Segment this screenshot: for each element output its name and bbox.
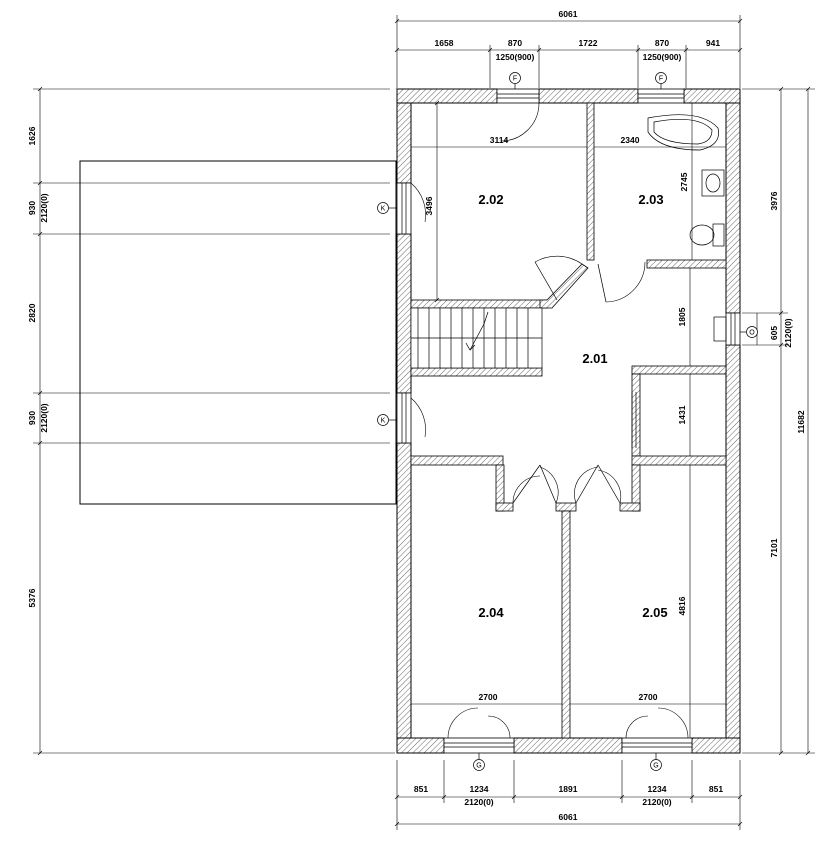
svg-text:K: K (381, 418, 386, 425)
room-label-2-03: 2.03 (638, 192, 663, 207)
room-label-2-05: 2.05 (642, 605, 667, 620)
dim-inner-h205: 4816 (677, 596, 687, 615)
dim-right-overall: 11682 (796, 410, 806, 433)
bathroom-fixtures (647, 114, 727, 342)
dim-top-seg4: 870 (655, 38, 669, 48)
window-tag-top2: F (655, 72, 667, 89)
dim-left-2: 930 (27, 201, 37, 215)
svg-text:F: F (513, 76, 517, 83)
stair (410, 307, 543, 369)
dim-bottom-window2: 2120(0) (642, 797, 671, 807)
dim-left-2b: 2120(0) (39, 193, 49, 222)
dim-left-4b: 2120(0) (39, 403, 49, 432)
adjacent-building-outline (79, 160, 397, 505)
dim-left-4: 930 (27, 411, 37, 425)
dim-left-5: 5376 (27, 588, 37, 607)
svg-text:O: O (749, 330, 755, 337)
bathtub-icon (647, 114, 719, 151)
svg-text:F: F (659, 76, 663, 83)
svg-text:G: G (476, 763, 481, 770)
dim-top-window1: 1250(900) (496, 52, 535, 62)
room-label-2-02: 2.02 (478, 192, 503, 207)
dim-inner-h203: 2745 (679, 172, 689, 191)
dim-bottom-window1: 2120(0) (464, 797, 493, 807)
room-label-2-01: 2.01 (582, 351, 607, 366)
dim-bottom-seg2: 1234 (470, 784, 489, 794)
dim-right-2b: 2120(0) (783, 318, 793, 347)
dim-inner-w203: 2340 (621, 135, 640, 145)
dim-top-seg3: 1722 (579, 38, 598, 48)
dim-top-seg5: 941 (706, 38, 720, 48)
dim-inner-closet: 1431 (677, 405, 687, 424)
dim-top-seg2: 870 (508, 38, 522, 48)
radiator-icon (713, 316, 727, 342)
window-tag-right1: O (740, 326, 758, 338)
dim-inner-w205: 2700 (639, 692, 658, 702)
dim-bottom-seg1: 851 (414, 784, 428, 794)
toilet-icon (689, 224, 715, 246)
sink-icon (701, 169, 725, 197)
interior-walls (410, 102, 727, 739)
dim-bottom-seg5: 851 (709, 784, 723, 794)
dim-left-1: 1626 (27, 126, 37, 145)
dim-right-1: 3976 (769, 191, 779, 210)
dim-inner-w204: 2700 (479, 692, 498, 702)
window-tag-left1: K (377, 202, 397, 214)
dim-inner-w202: 3114 (490, 135, 509, 145)
dim-top-seg1: 1658 (435, 38, 454, 48)
window-tag-top1: F (509, 72, 521, 89)
svg-text:K: K (381, 206, 386, 213)
dim-inner-h202: 3496 (424, 196, 434, 215)
window-tag-bottom1: G (473, 753, 485, 771)
dim-right-3: 7101 (769, 538, 779, 557)
doors (512, 255, 646, 504)
dim-top-overall: 6061 (559, 9, 578, 19)
window-tag-bottom2: G (650, 753, 662, 771)
dim-bottom-seg3: 1891 (559, 784, 578, 794)
dimension-lines (33, 15, 815, 830)
dim-bottom-seg4: 1234 (648, 784, 667, 794)
window-tag-left2: K (377, 414, 397, 426)
dim-right-2: 605 (769, 326, 779, 340)
dim-top-window2: 1250(900) (643, 52, 682, 62)
svg-text:G: G (653, 763, 658, 770)
exterior-walls (395, 88, 741, 754)
windows (396, 88, 741, 754)
dim-inner-hall: 1805 (677, 307, 687, 326)
room-label-2-04: 2.04 (478, 605, 504, 620)
dim-bottom-overall: 6061 (559, 812, 578, 822)
dim-left-3: 2820 (27, 303, 37, 322)
